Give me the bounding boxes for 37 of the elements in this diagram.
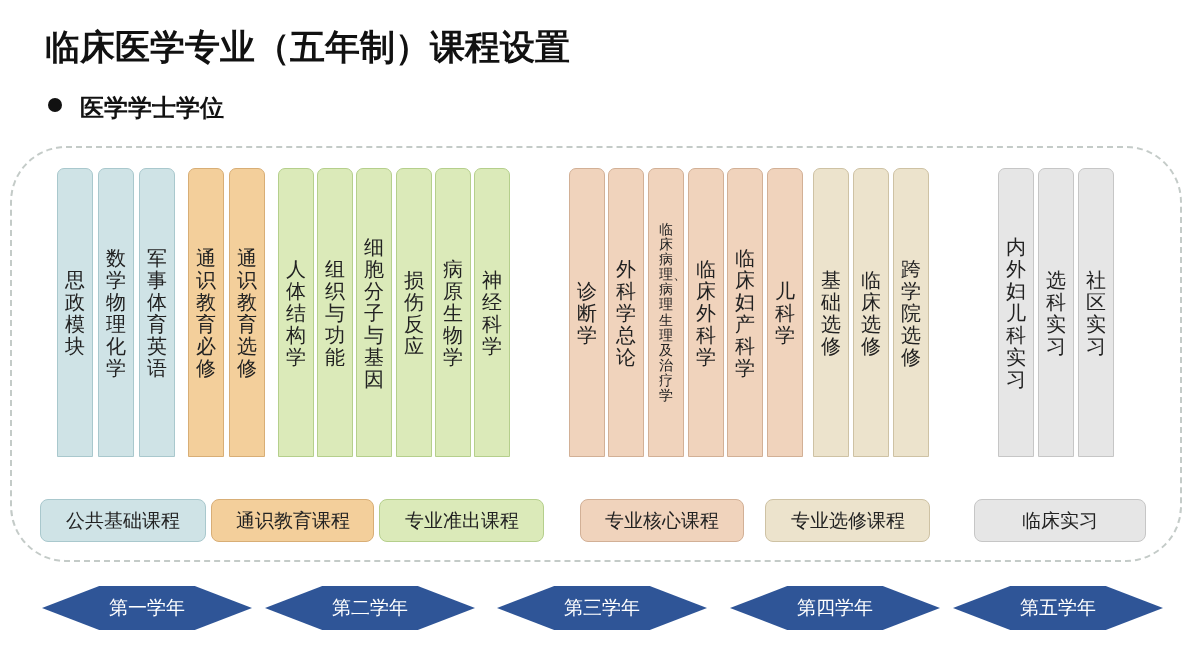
course-column: 内外妇儿科实习 xyxy=(998,168,1034,457)
dashed-group-frame xyxy=(10,146,1182,562)
category-tag: 临床实习 xyxy=(974,499,1146,542)
title: 临床医学专业（五年制）课程设置 xyxy=(45,26,570,69)
course-column: 通识教育选修 xyxy=(229,168,265,457)
course-column: 儿科学 xyxy=(767,168,803,457)
course-column: 人体结构学 xyxy=(278,168,314,457)
course-column: 临床选修 xyxy=(853,168,889,457)
category-tag: 通识教育课程 xyxy=(211,499,374,542)
year-hexagon: 第五学年 xyxy=(953,586,1163,630)
category-tag: 专业选修课程 xyxy=(765,499,930,542)
course-column: 临床外科学 xyxy=(688,168,724,457)
course-column: 诊断学 xyxy=(569,168,605,457)
course-column: 组织与功能 xyxy=(317,168,353,457)
course-column: 军事体育英语 xyxy=(139,168,175,457)
year-hexagon: 第三学年 xyxy=(497,586,707,630)
course-column: 临床病理、病理生理及治疗学 xyxy=(648,168,684,457)
year-hexagon: 第一学年 xyxy=(42,586,252,630)
course-column: 病原生物学 xyxy=(435,168,471,457)
course-column: 跨学院选修 xyxy=(893,168,929,457)
course-column: 临床妇产科学 xyxy=(727,168,763,457)
category-tag: 公共基础课程 xyxy=(40,499,206,542)
course-column: 基础选修 xyxy=(813,168,849,457)
course-column: 数学物理化学 xyxy=(98,168,134,457)
course-column: 细胞分子与基因 xyxy=(356,168,392,457)
year-hexagon: 第四学年 xyxy=(730,586,940,630)
category-tag: 专业准出课程 xyxy=(379,499,544,542)
course-column: 神经科学 xyxy=(474,168,510,457)
course-column: 思政模块 xyxy=(57,168,93,457)
year-hexagon: 第二学年 xyxy=(265,586,475,630)
course-column: 损伤反应 xyxy=(396,168,432,457)
course-column: 外科学总论 xyxy=(608,168,644,457)
course-column: 选科实习 xyxy=(1038,168,1074,457)
category-tag: 专业核心课程 xyxy=(580,499,744,542)
course-column: 社区实习 xyxy=(1078,168,1114,457)
subtitle: 医学学士学位 xyxy=(80,93,224,124)
course-column: 通识教育必修 xyxy=(188,168,224,457)
